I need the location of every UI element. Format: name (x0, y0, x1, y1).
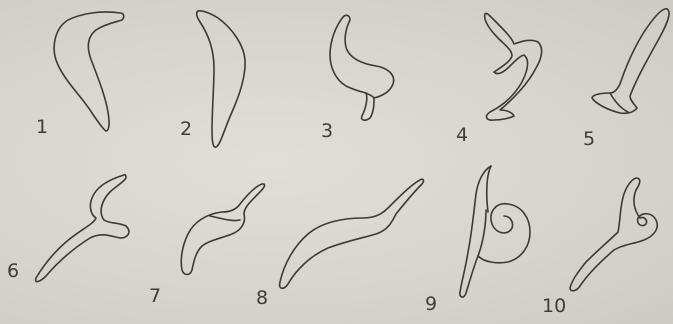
figure-number-3: 3 (321, 122, 333, 141)
figure-3-drawing (330, 15, 394, 120)
figure-8-drawing (280, 179, 424, 288)
figure-4-drawing (485, 13, 542, 120)
figure-6-drawing (36, 175, 129, 282)
figure-9-drawing (460, 166, 530, 297)
figure-10-drawing (570, 178, 657, 291)
figure-number-1: 1 (36, 118, 48, 137)
figure-number-4: 4 (456, 126, 468, 145)
figure-number-6: 6 (7, 262, 19, 281)
figure-number-2: 2 (180, 120, 192, 139)
figure-7-drawing (181, 184, 264, 275)
figure-number-9: 9 (425, 295, 437, 314)
figure-number-8: 8 (256, 289, 268, 308)
figure-2-drawing (197, 11, 245, 147)
figure-5-drawing (592, 9, 669, 114)
figure-number-10: 10 (542, 297, 566, 316)
figure-number-5: 5 (583, 130, 595, 149)
figure-1-drawing (54, 12, 124, 131)
figure-number-7: 7 (149, 287, 161, 306)
